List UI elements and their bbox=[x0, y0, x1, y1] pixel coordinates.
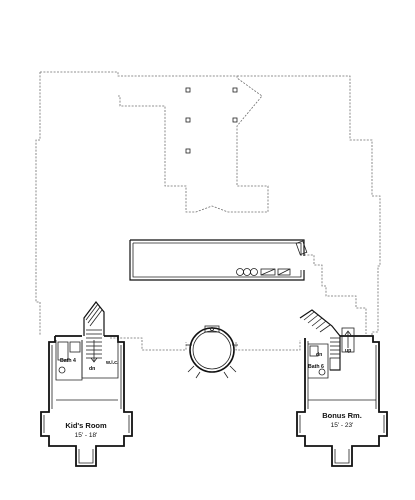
left-stair-dn-label: dn bbox=[89, 366, 95, 372]
fixture-circle bbox=[243, 268, 251, 276]
fixture-circle bbox=[236, 268, 244, 276]
dormer-vent bbox=[185, 117, 191, 123]
closet-walls bbox=[81, 340, 119, 379]
roof-outline bbox=[35, 71, 269, 336]
central-walkway bbox=[129, 239, 308, 281]
left-wing bbox=[40, 301, 133, 467]
kids-room-dimensions: 15' - 18' bbox=[75, 432, 98, 439]
bathtub bbox=[57, 341, 69, 361]
roof-outline-middle bbox=[110, 337, 301, 351]
dormer-vent bbox=[232, 117, 238, 123]
bonus-room-dimensions: 15' - 23' bbox=[331, 422, 354, 429]
right-stair-up-label: up bbox=[345, 348, 351, 354]
bath-6-walls bbox=[308, 343, 329, 379]
round-tower bbox=[186, 325, 238, 379]
vanity bbox=[309, 345, 319, 357]
bath-4-label: Bath 4 bbox=[60, 358, 76, 364]
roof-outline-gallery bbox=[304, 254, 367, 334]
kids-room-name: Kid's Room bbox=[65, 421, 107, 430]
shower bbox=[329, 357, 341, 371]
toilet bbox=[318, 368, 326, 376]
dormer-vent bbox=[185, 87, 191, 93]
vanity bbox=[69, 341, 81, 353]
left-staircase bbox=[83, 301, 105, 363]
bath-6-label: Bath 6 bbox=[308, 364, 324, 370]
bonus-room-name: Bonus Rm. bbox=[322, 411, 362, 420]
right-stair-dn-label: dn bbox=[316, 352, 322, 358]
fixture-circle bbox=[250, 268, 258, 276]
right-wing bbox=[296, 309, 388, 467]
wic-label: w.i.c. bbox=[105, 360, 119, 366]
dormer-vent bbox=[232, 87, 238, 93]
roof-outline-right bbox=[237, 75, 381, 336]
dormer-vent bbox=[185, 148, 191, 154]
toilet bbox=[58, 366, 66, 374]
